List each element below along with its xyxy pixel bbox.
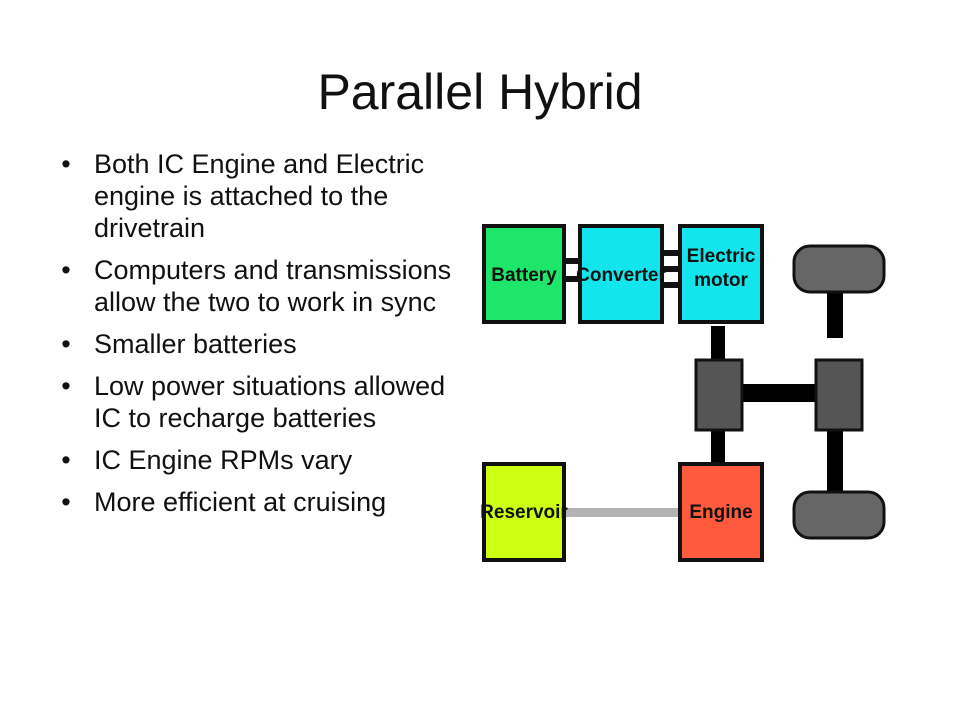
slide-title: Parallel Hybrid [317, 64, 643, 120]
connector-conv-motor-3 [660, 282, 682, 288]
bullet-text: Computers and transmissions allow the tw… [94, 255, 452, 317]
differential-right [814, 358, 864, 432]
connector-conv-motor-2 [660, 266, 682, 272]
axle-upper [827, 288, 843, 338]
bullet-point: • [61, 445, 71, 475]
engine-label: Engine [689, 502, 752, 523]
wheel-top [792, 244, 886, 294]
electric-motor-block: Electric motor [678, 224, 764, 324]
bullet-item: • Low power situations allowed IC to rec… [56, 370, 476, 434]
bullet-item: • Both IC Engine and Electric engine is … [56, 148, 476, 244]
bullet-point: • [61, 329, 71, 359]
bullet-point: • [61, 149, 71, 179]
battery-label: Battery [491, 265, 557, 286]
battery-block: Battery [482, 224, 566, 324]
bullet-point: • [61, 487, 71, 517]
electric-motor-label-line1: Electric [687, 246, 756, 267]
engine-block: Engine [678, 462, 764, 562]
parallel-hybrid-diagram: Battery Converter Electric motor Reservo… [480, 224, 886, 562]
bullet-text: IC Engine RPMs vary [94, 445, 353, 475]
drive-shaft [742, 384, 818, 402]
bullet-text: Both IC Engine and Electric engine is at… [94, 149, 425, 243]
transmission-left [694, 358, 744, 432]
bullet-item: • More efficient at cruising [56, 486, 476, 518]
electric-motor-label-line2: motor [694, 270, 748, 291]
connector-conv-motor-1 [660, 250, 682, 256]
fuel-line [565, 508, 682, 517]
bullet-list: • Both IC Engine and Electric engine is … [56, 148, 476, 528]
reservoir-label: Reservoir [480, 502, 568, 523]
motor-shaft [711, 326, 725, 360]
bullet-item: • Computers and transmissions allow the … [56, 254, 476, 318]
converter-block: Converter [576, 224, 666, 324]
bullet-text: Low power situations allowed IC to recha… [94, 371, 446, 433]
reservoir-block: Reservoir [480, 462, 568, 562]
connector-bat-conv-top [562, 258, 582, 264]
bullet-item: • IC Engine RPMs vary [56, 444, 476, 476]
bullet-point: • [61, 371, 71, 401]
connector-bat-conv-bottom [562, 276, 582, 282]
converter-label: Converter [576, 265, 666, 286]
axle-lower [827, 428, 843, 498]
bullet-text: More efficient at cruising [94, 487, 387, 517]
engine-shaft [711, 426, 725, 462]
wheel-bottom [792, 490, 886, 540]
bullet-text: Smaller batteries [94, 329, 297, 359]
bullet-point: • [61, 255, 71, 285]
bullet-item: • Smaller batteries [56, 328, 476, 360]
